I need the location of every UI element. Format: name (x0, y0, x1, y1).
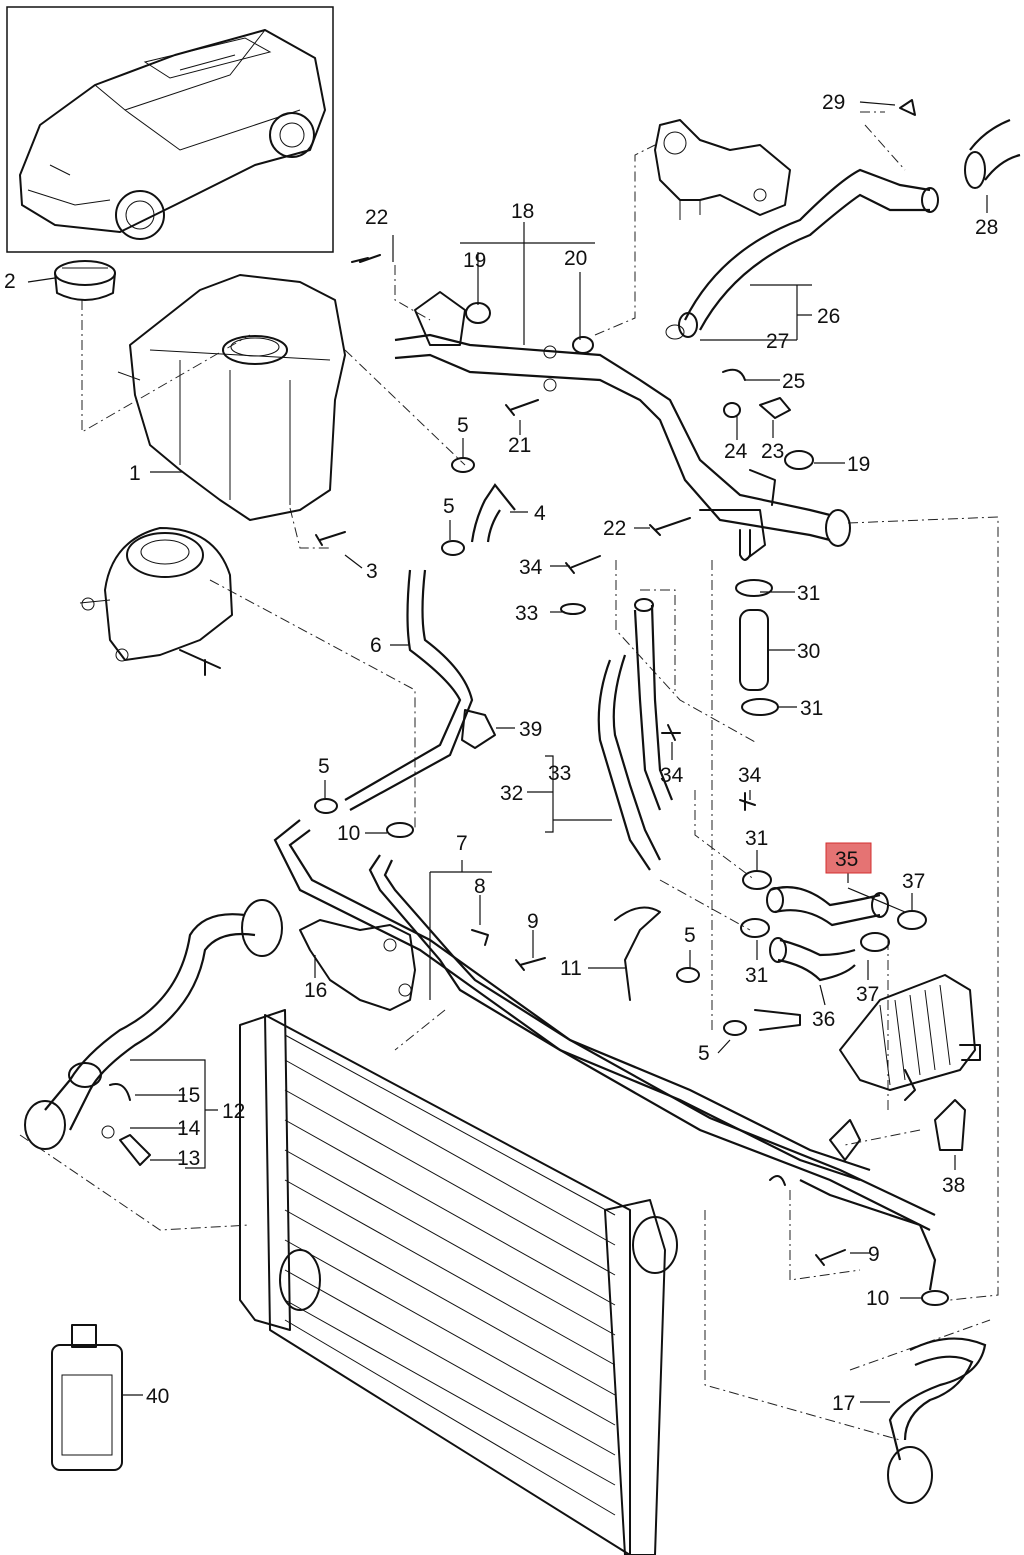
hose-4 (470, 483, 516, 543)
callout-14: 14 (177, 1117, 201, 1140)
callout-33b: 33 (548, 762, 571, 785)
expansion-tank (117, 274, 346, 521)
hose-12 (24, 899, 283, 1150)
callout-10b: 10 (866, 1287, 889, 1310)
callout-20: 20 (564, 247, 587, 270)
callout-17: 17 (832, 1392, 855, 1415)
callout-11: 11 (560, 957, 582, 980)
callout-38: 38 (942, 1174, 965, 1197)
callout-31c: 31 (745, 827, 768, 850)
callout-5a: 5 (457, 414, 469, 437)
hose-17 (887, 1337, 987, 1504)
callout-5b: 5 (443, 495, 455, 518)
callout-22a: 22 (365, 206, 388, 229)
callout-18: 18 (511, 200, 534, 223)
leader-lines (27, 101, 988, 1403)
callout-22b: 22 (603, 517, 626, 540)
callout-26: 26 (817, 305, 840, 328)
callout-35: 35 (835, 848, 858, 871)
callout-24: 24 (724, 440, 748, 463)
reference-lines (19, 111, 999, 1441)
callout-5e: 5 (698, 1042, 710, 1065)
callout-27: 27 (766, 330, 789, 353)
callout-29: 29 (822, 91, 845, 114)
callout-28: 28 (975, 216, 998, 239)
callout-2: 2 (4, 270, 16, 293)
callout-25: 25 (782, 370, 805, 393)
callout-21: 21 (508, 434, 531, 457)
callout-6: 6 (370, 634, 382, 657)
callout-1: 1 (129, 462, 141, 485)
expansion-tank-alt (79, 527, 233, 676)
bracket-38 (934, 1099, 966, 1151)
callout-15: 15 (177, 1084, 200, 1107)
radiator (239, 1009, 678, 1555)
callout-12: 12 (222, 1100, 245, 1123)
thermostat-housing (654, 119, 791, 220)
hose-32 (560, 598, 674, 871)
hose-6 (344, 569, 474, 811)
callout-5c: 5 (318, 755, 330, 778)
highlight-box-35 (825, 842, 872, 874)
vehicle-thumbnail (6, 6, 334, 253)
expansion-tank-cap (54, 260, 116, 301)
callout-33a: 33 (515, 602, 538, 625)
callout-16: 16 (304, 979, 327, 1002)
hose-35 (766, 886, 889, 927)
callout-34b: 34 (660, 764, 684, 787)
callout-32: 32 (500, 782, 523, 805)
hose-26 (665, 168, 939, 340)
coolant-bottle (51, 1324, 123, 1471)
oil-cooler (839, 974, 981, 1101)
callout-5d: 5 (684, 924, 696, 947)
clamp-39 (461, 709, 496, 749)
callout-8: 8 (474, 875, 486, 898)
callout-36: 36 (812, 1008, 835, 1031)
callout-31a: 31 (797, 582, 820, 605)
callout-31d: 31 (745, 964, 768, 987)
callout-34c: 34 (738, 764, 762, 787)
hose-30 (735, 579, 779, 716)
callout-labels: 1 2 3 4 5 5 5 5 5 6 7 8 9 9 10 10 11 12 … (4, 91, 998, 1415)
hose-28 (964, 118, 1021, 189)
small-parts (101, 99, 949, 1306)
callout-31b: 31 (800, 697, 823, 720)
callout-40: 40 (146, 1385, 169, 1408)
callout-37a: 37 (902, 870, 925, 893)
callout-4: 4 (534, 502, 546, 525)
coolant-flange-16 (299, 919, 416, 1011)
callout-19a: 19 (463, 249, 486, 272)
hose-36 (769, 937, 856, 982)
callout-37b: 37 (856, 983, 879, 1006)
callout-34a: 34 (519, 556, 543, 579)
callout-9b: 9 (868, 1243, 880, 1266)
upper-coolant-pipe (394, 291, 851, 561)
callout-23: 23 (761, 440, 784, 463)
callout-19b: 19 (847, 453, 870, 476)
callout-13: 13 (177, 1147, 200, 1170)
callout-10a: 10 (337, 822, 360, 845)
callout-39: 39 (519, 718, 542, 741)
callout-3: 3 (366, 560, 378, 583)
long-coolant-pipe (273, 819, 937, 1291)
callout-7: 7 (456, 832, 468, 855)
callout-9a: 9 (527, 910, 539, 933)
callout-30: 30 (797, 640, 820, 663)
